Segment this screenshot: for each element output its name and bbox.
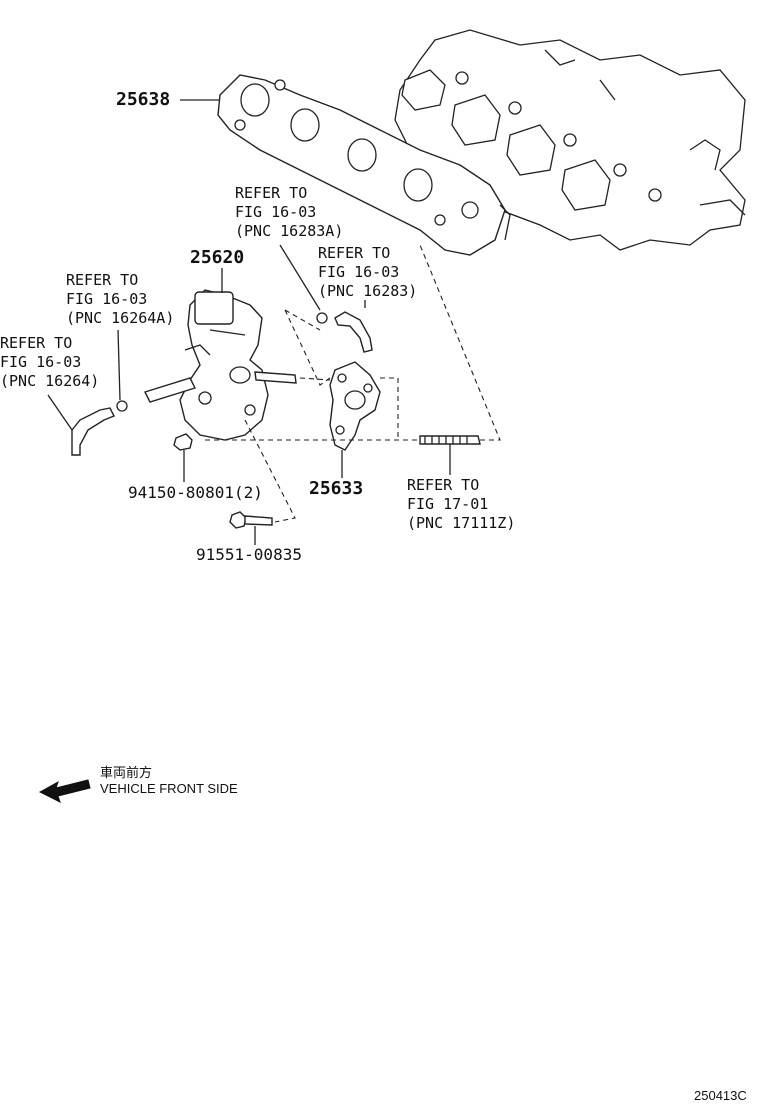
gasket-25633 [329,361,381,451]
hose-16264 [71,400,128,456]
egr-pipe [144,371,297,403]
legend-japanese: 車両前方 [100,765,153,780]
figure-code: 250413C [694,1088,747,1103]
leader-16283a [279,244,321,311]
manifold-gasket-25638 [217,74,511,256]
nut-94150-80801 [173,433,193,451]
part-number-25620: 25620 [190,247,245,268]
stud-17111z [419,435,481,445]
legend-english: VEHICLE FRONT SIDE [100,781,238,796]
egr-valve-25620 [179,289,269,441]
part-number-25638: 25638 [116,89,171,110]
leader-16264 [47,394,73,431]
dashed-guides [205,244,501,523]
bolt-91551-00835 [229,511,273,529]
left-arrow-icon [38,779,91,803]
part-number-94150-80801: 94150-80801(2) [128,483,263,502]
leader-16264a [117,329,121,401]
part-number-91551-00835: 91551-00835 [196,545,302,564]
part-number-25633: 25633 [309,478,364,499]
hose-16283 [316,311,373,353]
engine-block-outline [394,29,746,251]
